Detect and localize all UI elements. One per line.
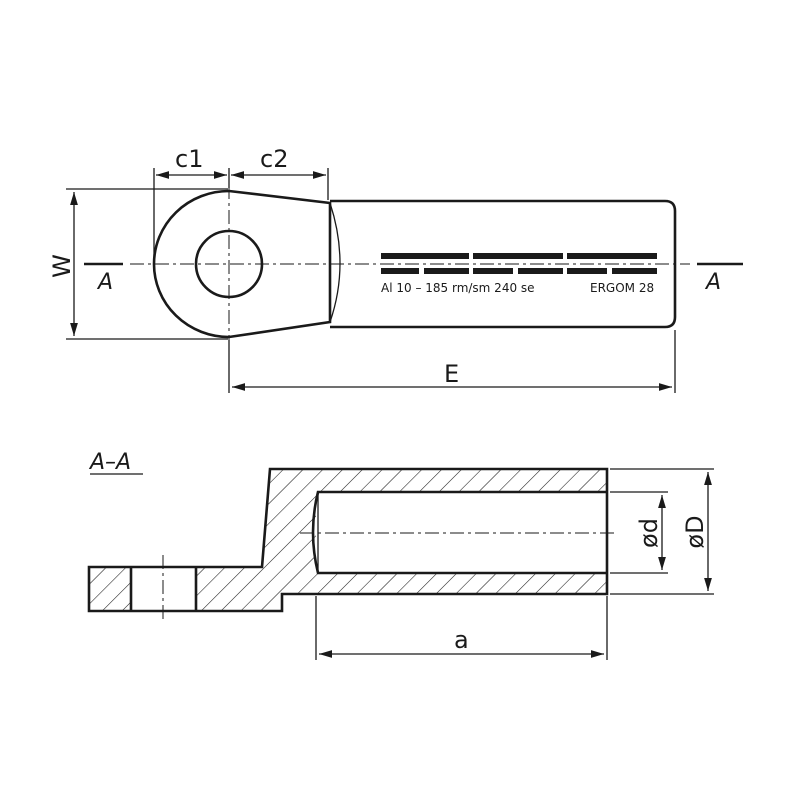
marking-bar — [473, 253, 563, 259]
dimension-d-inner-label: ød — [635, 518, 663, 548]
dimension-a-label: a — [454, 626, 469, 654]
dimension-e: E — [228, 330, 676, 393]
dimension-d-outer-label: øD — [681, 515, 709, 548]
top-view: Al 10 – 185 rm/sm 240 se ERGOM 28 A A c1… — [48, 145, 743, 393]
dimension-a: a — [315, 596, 608, 660]
dimension-d-inner: ød — [610, 491, 668, 574]
section-outline — [87, 467, 609, 613]
dimension-w-label: W — [48, 254, 76, 278]
dimension-c1-c2: c1 c2 — [153, 145, 329, 262]
marking-bar — [381, 268, 419, 274]
dimension-d-outer: øD — [610, 468, 714, 595]
dimension-c1-label: c1 — [175, 145, 203, 173]
dimension-w: W — [48, 188, 228, 340]
marking-bar — [381, 253, 469, 259]
marking-bar — [424, 268, 469, 274]
lug-barrel-outline — [330, 199, 677, 329]
lug-transition-curve — [329, 202, 341, 323]
section-view: A–A a ød — [87, 450, 714, 660]
section-marker-left-label: A — [96, 270, 113, 295]
section-hatch — [89, 469, 607, 611]
marking-bar — [473, 268, 513, 274]
section-view-label: A–A — [88, 450, 131, 475]
marking-bar — [612, 268, 657, 274]
section-marker-right-label: A — [704, 270, 721, 295]
marking-bar — [518, 268, 563, 274]
dimension-e-label: E — [444, 360, 459, 388]
marking-bars — [381, 253, 657, 274]
bolt-hole — [194, 229, 264, 299]
marking-spec-text: Al 10 – 185 rm/sm 240 se — [381, 281, 535, 295]
marking-bar — [567, 268, 607, 274]
lug-eye-outline — [152, 189, 332, 339]
marking-bar — [567, 253, 657, 259]
dimension-c2-label: c2 — [260, 145, 288, 173]
marking-brand-text: ERGOM 28 — [590, 281, 654, 295]
